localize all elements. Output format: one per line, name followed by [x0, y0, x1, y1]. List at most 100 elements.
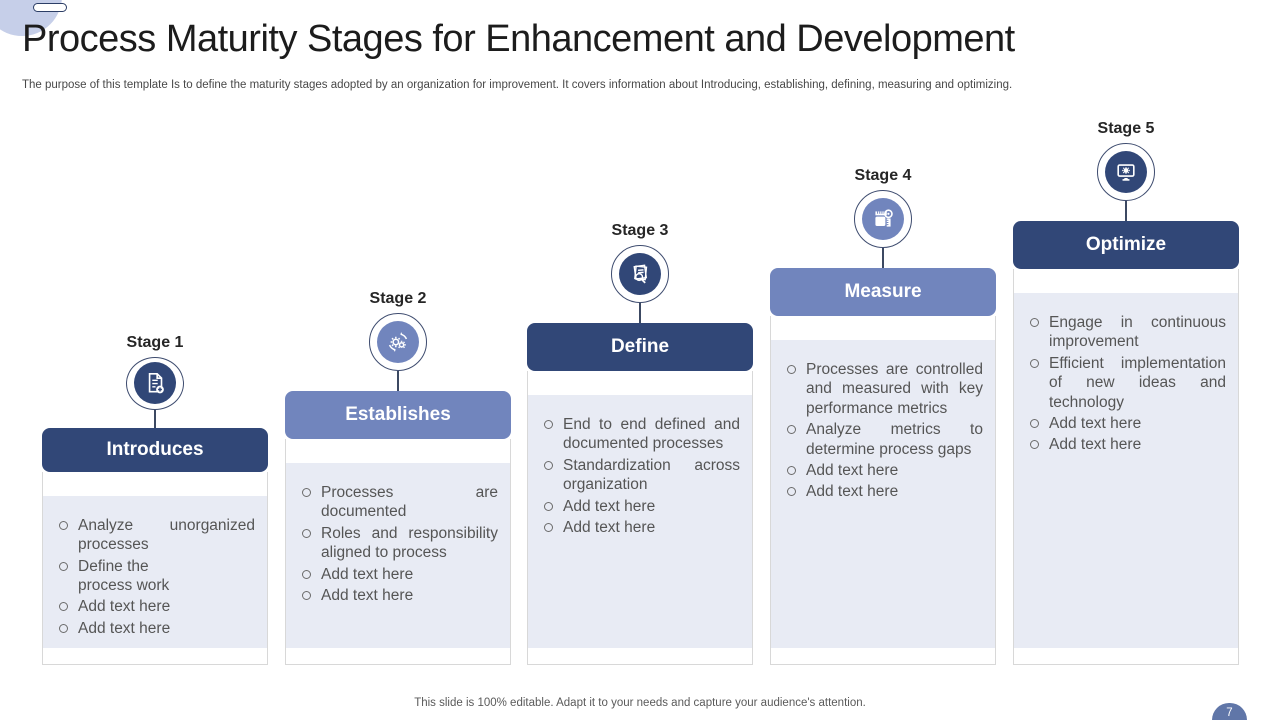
bullet-icon — [1030, 440, 1039, 450]
process-gears-icon — [377, 321, 419, 363]
list-item: Add text here — [300, 565, 498, 584]
connector-line — [1125, 201, 1127, 221]
spacer — [528, 371, 752, 395]
stage-header-bar: Establishes — [285, 391, 511, 439]
list-item: Define the process work — [57, 557, 255, 596]
connector-line — [397, 371, 399, 391]
bullet-icon — [544, 460, 553, 470]
stage-icon-ring — [611, 245, 669, 303]
bullet-icon — [302, 569, 311, 579]
list-item: Add text here — [542, 497, 740, 516]
page-subtitle: The purpose of this template Is to defin… — [22, 79, 1013, 91]
stage-column-1: Stage 1 Introduces Analyze uno — [42, 333, 268, 665]
stage-column-5: Stage 5 Optimize Engage in con — [1013, 119, 1239, 665]
list-item: Add text here — [1028, 435, 1226, 454]
spacer — [771, 316, 995, 340]
list-item: Analyze unorganized processes — [57, 516, 255, 555]
stage-panel: Processes are controlled and measured wi… — [771, 340, 995, 648]
bullet-icon — [59, 602, 68, 612]
stage-icon-ring — [1097, 143, 1155, 201]
stage-column-4: Stage 4 Measure Processes are cont — [770, 166, 996, 665]
list-item: Add text here — [57, 597, 255, 616]
stage-body-box: Analyze unorganized processes Define the… — [42, 471, 268, 665]
spacer — [1014, 648, 1238, 664]
bullet-icon — [787, 487, 796, 497]
stage-body-box: Processes are documented Roles and respo… — [285, 439, 511, 665]
spacer — [286, 648, 510, 664]
add-document-icon — [134, 362, 176, 405]
stage-header-bar: Define — [527, 323, 753, 371]
stage-panel: End to end defined and documented proces… — [528, 395, 752, 648]
stage-label: Stage 1 — [126, 334, 184, 351]
stage-header-bar: Introduces — [42, 428, 268, 472]
document-search-icon — [619, 253, 661, 295]
list-item: Roles and responsibility aligned to proc… — [300, 524, 498, 563]
page-number-badge: 7 — [1212, 703, 1247, 720]
list-item: Add text here — [785, 482, 983, 501]
stage-body-box: Engage in continuous improvement Efficie… — [1013, 269, 1239, 665]
connector-line — [639, 303, 641, 323]
stage-label: Stage 2 — [369, 290, 427, 307]
list-item: Add text here — [1028, 414, 1226, 433]
spacer — [286, 439, 510, 463]
stage-body-box: Processes are controlled and measured wi… — [770, 316, 996, 665]
bullet-list: Engage in continuous improvement Efficie… — [1028, 313, 1226, 455]
list-item: Standardization across organization — [542, 456, 740, 495]
bullet-icon — [787, 465, 796, 475]
stage-body-box: End to end defined and documented proces… — [527, 371, 753, 665]
spacer — [43, 472, 267, 496]
list-item: Processes are documented — [300, 483, 498, 522]
bullet-icon — [1030, 318, 1039, 327]
bullet-icon — [1030, 358, 1039, 368]
stage-panel: Analyze unorganized processes Define the… — [43, 495, 267, 648]
bullet-icon — [1030, 418, 1039, 428]
stage-label: Stage 5 — [1097, 120, 1155, 137]
spacer — [771, 648, 995, 664]
stage-column-2: Stage 2 Establishes — [285, 289, 511, 665]
bullet-list: Processes are documented Roles and respo… — [300, 483, 498, 605]
bullet-icon — [302, 528, 311, 538]
list-item: Efficient implementation of new ideas an… — [1028, 354, 1226, 412]
spacer — [43, 648, 267, 664]
stage-label: Stage 4 — [854, 167, 912, 184]
footer-note: This slide is 100% editable. Adapt it to… — [414, 697, 866, 709]
monitor-settings-icon — [1105, 151, 1147, 193]
bullet-icon — [302, 590, 311, 600]
stage-header-bar: Optimize — [1013, 221, 1239, 269]
bullet-list: End to end defined and documented proces… — [542, 415, 740, 537]
bullet-icon — [787, 425, 796, 435]
stage-panel: Processes are documented Roles and respo… — [286, 463, 510, 648]
stage-panel: Engage in continuous improvement Efficie… — [1014, 293, 1238, 648]
list-item: Engage in continuous improvement — [1028, 313, 1226, 352]
list-item: Analyze metrics to determine process gap… — [785, 420, 983, 459]
connector-line — [882, 248, 884, 268]
list-item: End to end defined and documented proces… — [542, 415, 740, 454]
bullet-icon — [59, 520, 68, 530]
page-title: Process Maturity Stages for Enhancement … — [22, 18, 1015, 60]
stage-header-bar: Measure — [770, 268, 996, 316]
bullet-icon — [544, 501, 553, 511]
spacer — [1014, 269, 1238, 293]
list-item: Add text here — [785, 461, 983, 480]
bullet-icon — [787, 365, 796, 374]
bullet-list: Analyze unorganized processes Define the… — [57, 516, 255, 638]
stage-icon-ring — [369, 313, 427, 371]
list-item: Processes are controlled and measured wi… — [785, 360, 983, 418]
stage-icon-ring — [126, 357, 184, 410]
stage-label: Stage 3 — [611, 222, 669, 239]
list-item: Add text here — [57, 619, 255, 638]
connector-line — [154, 409, 156, 429]
pill-decoration — [33, 3, 67, 12]
bullet-icon — [302, 488, 311, 497]
list-item: Add text here — [542, 518, 740, 537]
bullet-icon — [544, 522, 553, 532]
bullet-icon — [544, 420, 553, 429]
stage-column-3: Stage 3 Define End to en — [527, 221, 753, 665]
list-item: Add text here — [300, 586, 498, 605]
stage-icon-ring — [854, 190, 912, 248]
bullet-list: Processes are controlled and measured wi… — [785, 360, 983, 502]
bullet-icon — [59, 561, 68, 571]
spacer — [528, 648, 752, 664]
measuring-tape-icon — [862, 198, 904, 240]
